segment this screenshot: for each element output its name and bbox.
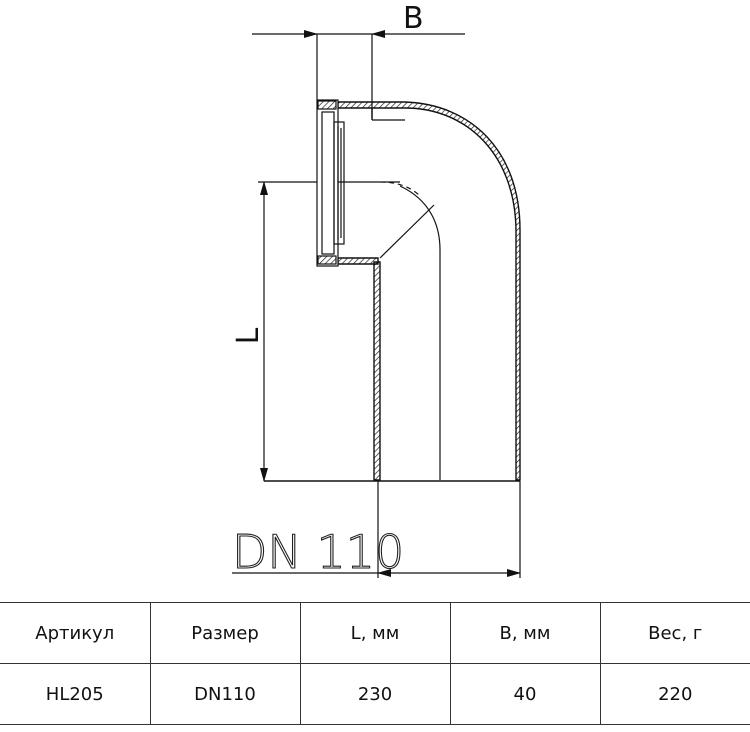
header-l-mm: L, мм bbox=[299, 602, 451, 664]
label-l: L bbox=[231, 327, 266, 344]
bend-chord-line bbox=[379, 204, 435, 259]
inner-wall-hatched bbox=[373, 261, 381, 481]
header-size: Размер bbox=[149, 602, 301, 664]
socket-seal bbox=[316, 99, 345, 267]
label-dn: DN 110 bbox=[232, 525, 404, 579]
cell-article: HL205 bbox=[0, 663, 151, 725]
dimension-dn: DN 110 bbox=[231, 481, 521, 580]
flow-dashed-arc bbox=[379, 181, 421, 197]
outer-wall-hatched bbox=[337, 101, 521, 481]
header-b-mm: B, мм bbox=[449, 602, 601, 664]
elbow-pipe-drawing: B L DN 110 bbox=[231, 1, 521, 580]
spec-table: Артикул Размер L, мм B, мм Вес, г HL205 … bbox=[0, 602, 750, 725]
inner-flow-line bbox=[399, 185, 441, 480]
cell-l-mm: 230 bbox=[299, 663, 451, 725]
elbow-body bbox=[264, 101, 521, 482]
header-article: Артикул bbox=[0, 602, 151, 664]
dimension-b: B bbox=[252, 1, 465, 118]
socket-bottom-hatched bbox=[337, 257, 379, 265]
header-weight: Вес, г bbox=[599, 602, 750, 664]
table-header-row: Артикул Размер L, мм B, мм Вес, г bbox=[0, 602, 750, 664]
table-row: HL205 DN110 230 40 220 bbox=[0, 663, 750, 725]
label-b: B bbox=[403, 1, 424, 36]
cell-weight: 220 bbox=[599, 663, 750, 725]
cell-size: DN110 bbox=[149, 663, 301, 725]
cell-b-mm: 40 bbox=[449, 663, 601, 725]
